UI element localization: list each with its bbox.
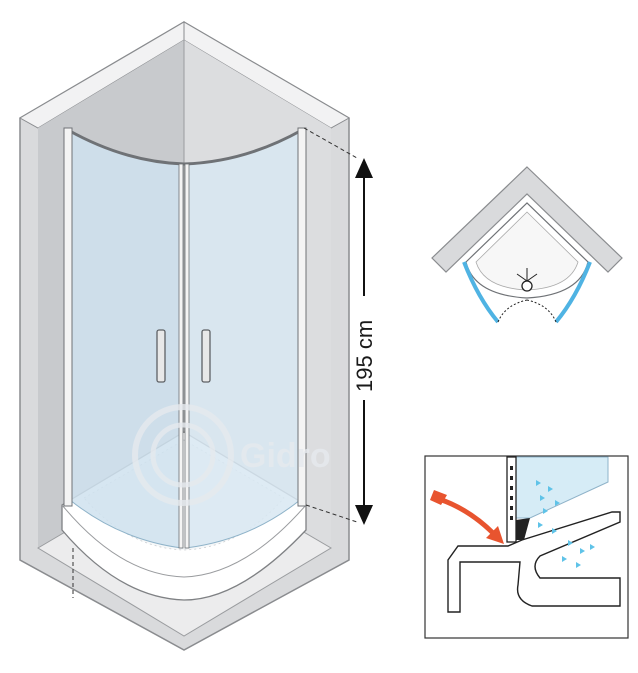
arrow-up-icon [355,158,373,178]
door-handle-left [156,329,166,383]
arrow-down-icon [355,505,373,525]
drain-icon [521,280,533,292]
detail-seal [516,518,530,540]
water-drops-icon [536,480,595,568]
inset-door-left [462,261,500,324]
door-handle-right [201,329,211,383]
top-rail [67,128,303,166]
seal-detail-inset [424,455,629,639]
detail-tray-section [447,511,621,613]
shower-enclosure-illustration [18,21,358,651]
height-dimension: 195 cm [352,158,377,525]
watermark-text: Gidro [240,437,331,475]
inset-door-right [554,261,592,324]
watermark: Gidro [132,404,331,506]
inset-wall-corner [431,166,623,273]
height-label: 195 cm [352,320,377,392]
top-view-inset [431,166,623,324]
